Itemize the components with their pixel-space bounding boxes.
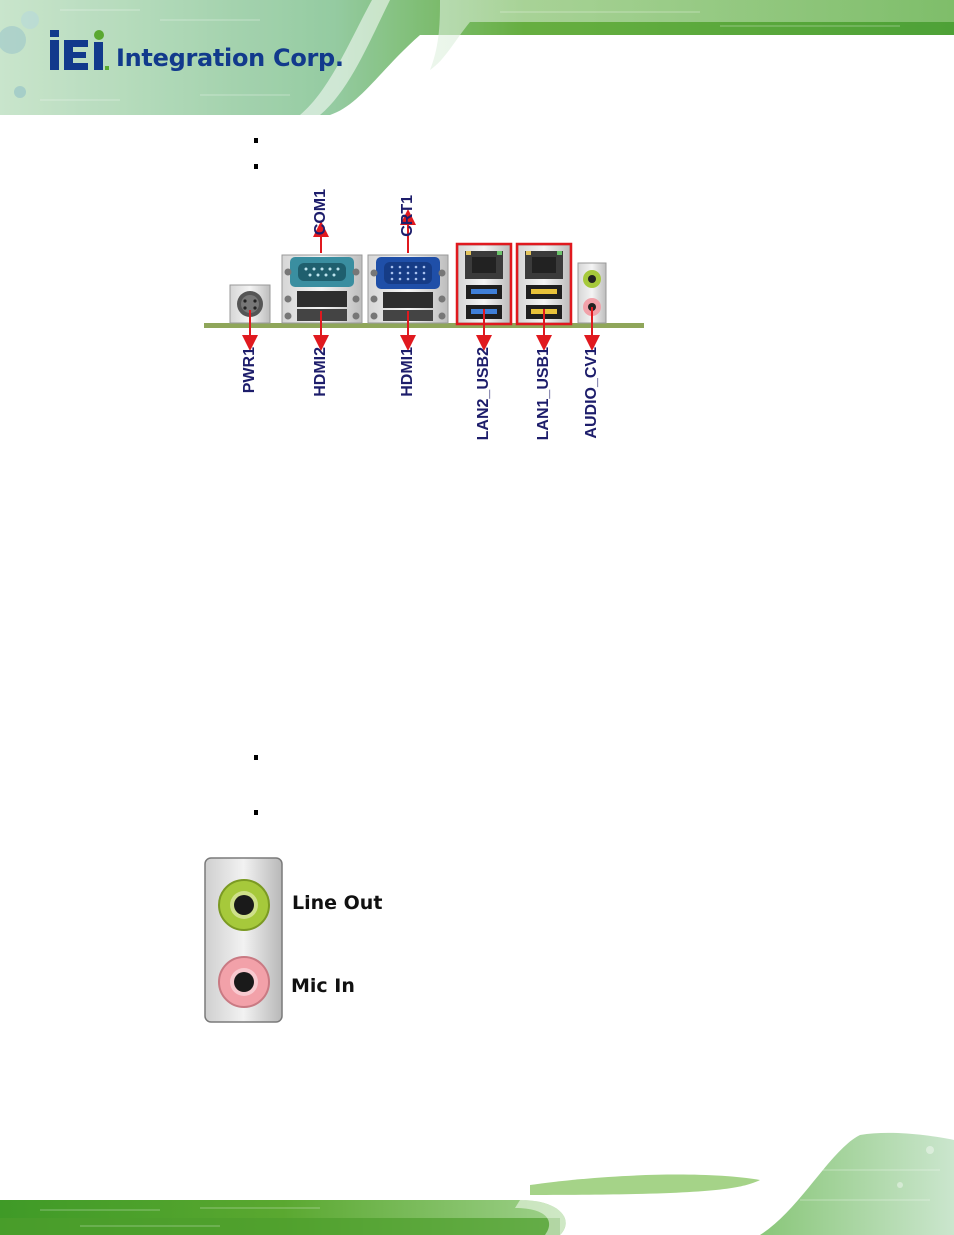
label-mic-in: Mic In — [291, 975, 355, 997]
audio-jack-panel — [204, 857, 283, 1023]
label-audio-cv1: AUDIO_CV1 — [583, 347, 600, 439]
label-pwr1: PWR1 — [241, 347, 258, 394]
header-banner — [0, 0, 954, 115]
rear-panel-illustration — [204, 209, 644, 351]
iei-logo-icon — [50, 30, 109, 70]
bullet-marker — [254, 810, 258, 815]
bullet-marker — [254, 755, 258, 760]
label-hdmi2: HDMI2 — [312, 347, 329, 397]
logo-text: Integration Corp. — [116, 44, 344, 72]
rear-panel-diagram: COM1 CRT1 PWR1 HDMI2 HDMI1 LAN2_USB2 LAN… — [200, 185, 650, 460]
label-com1: COM1 — [312, 189, 329, 236]
bullet-marker — [254, 164, 258, 169]
label-crt1: CRT1 — [399, 195, 416, 237]
label-hdmi1: HDMI1 — [399, 347, 416, 397]
bullet-marker — [254, 138, 258, 143]
label-lan1-usb1: LAN1_USB1 — [535, 347, 552, 441]
label-line-out: Line Out — [292, 892, 383, 914]
footer-banner — [0, 1132, 954, 1235]
audio-cv1-jacks — [577, 262, 607, 324]
label-lan2-usb2: LAN2_USB2 — [475, 347, 492, 441]
